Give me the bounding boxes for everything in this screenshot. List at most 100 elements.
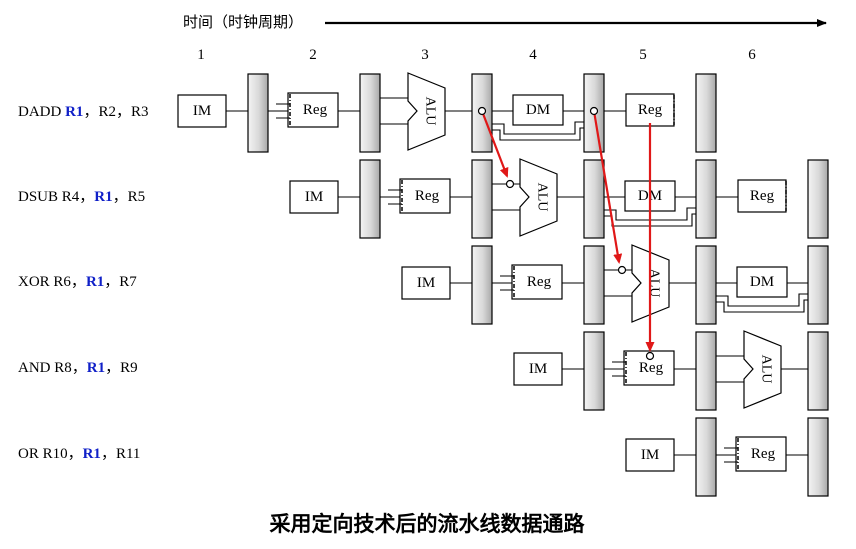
instruction-text: ，R11 <box>101 446 140 462</box>
instruction-text: ，R7 <box>104 274 137 290</box>
instruction-text: ，R2，R3 <box>83 104 148 120</box>
reg-read-label: Reg <box>303 102 328 118</box>
wire <box>492 127 584 141</box>
pipeline-register-latch <box>695 159 717 239</box>
reg-read-label: Reg <box>751 446 776 462</box>
wire <box>604 196 696 221</box>
alu-label: ALU <box>759 355 774 384</box>
wire <box>276 103 290 119</box>
wire <box>716 299 808 313</box>
reg-write-label: Reg <box>750 188 775 204</box>
instruction-label: AND R8，R1，R9 <box>18 360 138 376</box>
instruction-label: OR R10，R1，R11 <box>18 446 140 462</box>
im-box <box>401 266 451 300</box>
pipeline-row-5: IM Reg <box>625 417 829 497</box>
im-label: IM <box>193 103 211 119</box>
wire <box>388 189 402 205</box>
alu-shape <box>519 158 558 237</box>
wire <box>724 447 738 463</box>
pipeline-register-latch <box>359 73 381 153</box>
instruction-text: OR R10， <box>18 446 83 462</box>
reg-write-label: Reg <box>638 102 663 118</box>
pipeline-register-latch <box>471 159 493 239</box>
pipeline-register-latch <box>359 159 381 239</box>
dm-label: DM <box>526 102 550 118</box>
reg-read-label: Reg <box>415 188 440 204</box>
cycle-label-4: 4 <box>529 47 537 63</box>
cycle-labels: 1 2 3 4 5 6 <box>197 47 756 63</box>
reg-read-box <box>287 92 339 128</box>
pipeline-register-latch <box>583 159 605 239</box>
pipeline-register-latch <box>807 331 829 411</box>
reg-read-box <box>399 178 451 214</box>
highlighted-register: R1 <box>65 104 83 120</box>
instruction-text: DSUB R4， <box>18 189 94 205</box>
reg-read-box <box>511 264 563 300</box>
highlighted-register: R1 <box>87 360 105 376</box>
highlighted-register: R1 <box>86 274 104 290</box>
im-label: IM <box>417 275 435 291</box>
forward-source-dot-memwb <box>589 106 599 116</box>
cycle-label-2: 2 <box>309 47 317 63</box>
forward-arrow-memwb-to-xor-alu <box>592 110 623 264</box>
im-box <box>625 438 675 472</box>
instruction-label: DADD R1，R2，R3 <box>18 104 148 120</box>
reg-write-box <box>737 179 787 213</box>
alu-shape <box>743 330 782 409</box>
instruction-label: DSUB R4，R1，R5 <box>18 189 145 205</box>
diagram-caption: 采用定向技术后的流水线数据通路 <box>270 512 586 536</box>
alu-label: ALU <box>535 183 550 212</box>
wire <box>716 282 808 307</box>
wire <box>492 110 584 135</box>
pipeline-register-latch <box>695 417 717 497</box>
alu-shape <box>407 72 446 151</box>
im-box <box>289 180 339 214</box>
reg-read-label: Reg <box>639 360 664 376</box>
pipeline-register-latch <box>583 245 605 325</box>
pipeline-row-4: IM Reg ALU <box>513 330 829 411</box>
pipeline-register-latch <box>807 417 829 497</box>
pipeline-register-latch <box>695 73 717 153</box>
pipeline-register-latch <box>807 159 829 239</box>
cycle-label-1: 1 <box>197 47 205 63</box>
instruction-text: ，R9 <box>105 360 138 376</box>
time-axis-label: 时间（时钟周期） <box>183 13 303 31</box>
im-box <box>513 352 563 386</box>
instruction-text: ，R5 <box>113 189 146 205</box>
pipeline-register-latch <box>807 245 829 325</box>
forward-dest-dot-and-reg <box>645 351 655 361</box>
alu-label: ALU <box>647 269 662 298</box>
reg-write-box <box>625 93 675 127</box>
forward-source-dot-exmem <box>477 106 487 116</box>
forwarding-paths <box>477 106 655 361</box>
forward-dest-dot-xor-alu <box>617 265 627 275</box>
dm-box <box>736 266 788 298</box>
wire <box>612 361 626 377</box>
wire <box>500 275 514 291</box>
cycle-label-3: 3 <box>421 47 429 63</box>
dm-label: DM <box>750 274 774 290</box>
pipeline-register-latch <box>695 245 717 325</box>
highlighted-register: R1 <box>94 189 112 205</box>
instruction-text: AND R8， <box>18 360 87 376</box>
forward-dest-dot-dsub-alu <box>505 179 515 189</box>
pipeline-row-1: IM Reg ALU DM Reg <box>177 72 717 153</box>
forward-arrow-exmem-to-dsub-alu <box>480 110 509 178</box>
highlighted-register: R1 <box>83 446 101 462</box>
instruction-text: XOR R6， <box>18 274 86 290</box>
im-label: IM <box>529 361 547 377</box>
im-label: IM <box>641 447 659 463</box>
cycle-label-6: 6 <box>748 47 756 63</box>
reg-read-label: Reg <box>527 274 552 290</box>
cycle-label-5: 5 <box>639 47 647 63</box>
instruction-text: DADD <box>18 104 65 120</box>
pipeline-register-latch <box>247 73 269 153</box>
alu-label: ALU <box>423 97 438 126</box>
pipeline-register-latch <box>695 331 717 411</box>
pipeline-row-3: IM Reg ALU DM <box>401 244 829 325</box>
dm-box <box>512 94 564 126</box>
instruction-label: XOR R6，R1，R7 <box>18 274 137 290</box>
